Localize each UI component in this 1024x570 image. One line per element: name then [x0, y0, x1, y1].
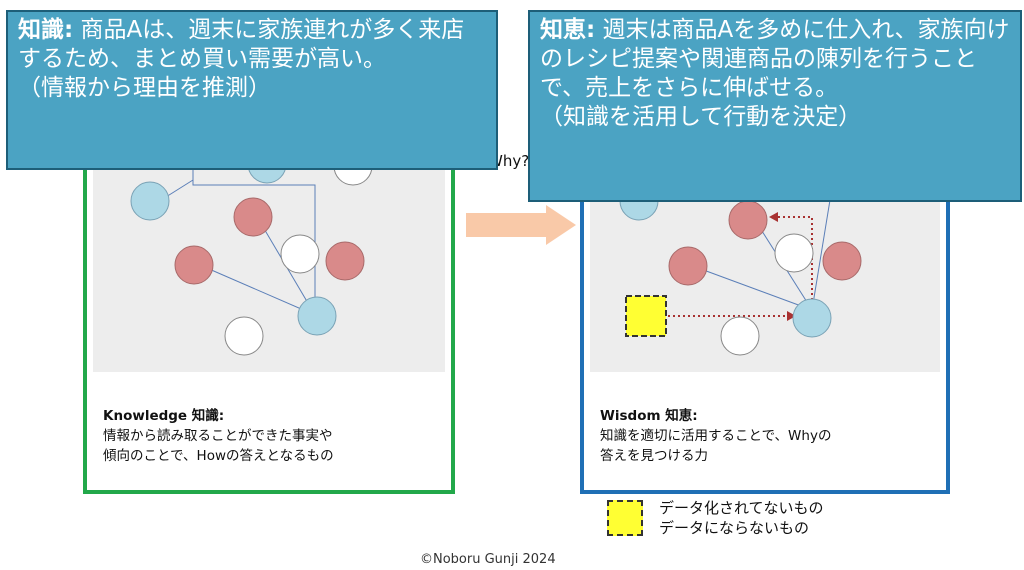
knowledge-graph	[93, 150, 445, 372]
node-blue	[130, 181, 170, 221]
knowledge-callout-head: 知識:	[18, 17, 74, 43]
wisdom-callout: 知恵: 週末は商品Aを多めに仕入れ、家族向けのレシピ提案や関連商品の陳列を行うこ…	[528, 10, 1022, 202]
wisdom-callout-note: （知識を活用して行動を決定）	[540, 104, 862, 130]
graph-edge	[811, 199, 831, 311]
knowledge-callout-note: （情報から理由を推測）	[18, 75, 271, 101]
knowledge-title: Knowledge 知識:	[103, 408, 225, 424]
node-red	[822, 241, 862, 281]
graph-edge	[689, 264, 813, 311]
wisdom-callout-head: 知恵:	[540, 17, 596, 43]
knowledge-desc-line2: 傾向のことで、Howの答えとなるもの	[103, 448, 334, 464]
wisdom-desc-line1: 知識を適切に活用することで、Whyの	[600, 428, 832, 444]
node-empty	[720, 316, 760, 356]
node-red	[325, 241, 365, 281]
why-label: Why?	[488, 152, 530, 170]
node-blue	[297, 296, 337, 336]
wisdom-title: Wisdom 知恵:	[600, 408, 698, 424]
legend-line1: データ化されてないもの	[659, 499, 824, 517]
node-red	[174, 245, 214, 285]
knowledge-caption: Knowledge 知識: 情報から読み取ることができた事実や 傾向のことで、H…	[103, 406, 441, 466]
knowledge-callout: 知識: 商品Aは、週末に家族連れが多く来店するため、まとめ買い需要が高い。 （情…	[6, 10, 498, 170]
knowledge-panel: Knowledge 知識: 情報から読み取ることができた事実や 傾向のことで、H…	[83, 140, 455, 494]
node-empty	[774, 233, 814, 273]
knowledge-desc-line1: 情報から読み取ることができた事実や	[103, 428, 333, 444]
node-red	[668, 246, 708, 286]
transition-arrow-icon	[466, 205, 576, 245]
node-red	[233, 197, 273, 237]
knowledge-callout-body: 商品Aは、週末に家族連れが多く来店するため、まとめ買い需要が高い。	[18, 17, 465, 72]
arrow-head	[769, 212, 778, 222]
node-blue	[792, 298, 832, 338]
wisdom-desc-line2: 答えを見つける力	[600, 448, 708, 464]
node-red	[728, 200, 768, 240]
legend-text: データ化されてないもの データにならないもの	[659, 498, 919, 538]
legend-line2: データにならないもの	[659, 519, 810, 537]
wisdom-callout-body: 週末は商品Aを多めに仕入れ、家族向けのレシピ提案や関連商品の陳列を行うことで、売…	[540, 17, 1010, 101]
wisdom-caption: Wisdom 知恵: 知識を適切に活用することで、Whyの 答えを見つける力	[600, 406, 936, 466]
unstructured-data-node	[625, 295, 667, 337]
arrow-head	[787, 311, 796, 321]
node-empty	[224, 316, 264, 356]
legend-yellow-square-icon	[607, 500, 643, 536]
copyright-footer: ©Noboru Gunji 2024	[420, 552, 556, 567]
node-empty	[280, 234, 320, 274]
graph-edge	[192, 261, 316, 316]
